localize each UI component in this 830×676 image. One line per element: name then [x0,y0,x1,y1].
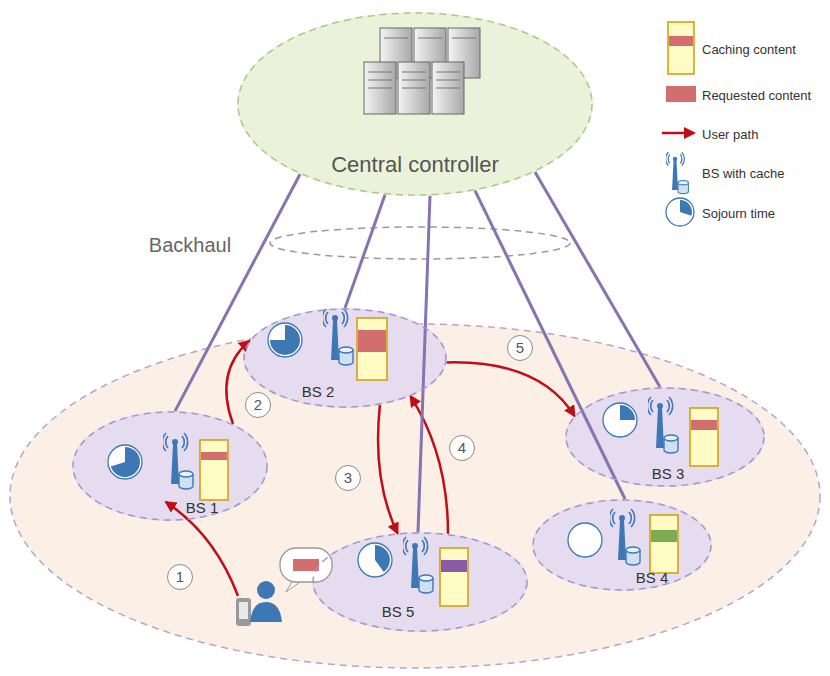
bs-label: BS 2 [302,383,335,401]
callout-wrap: 2 [245,392,271,418]
bs-cell: BS 4 [532,499,712,591]
backhaul-link [535,172,660,387]
ellipse-border [566,388,764,486]
callout-wrap: 5 [507,335,533,361]
bs-tower [402,537,433,593]
ellipse-border [313,533,527,631]
ellipse-outline [312,532,528,632]
bs-cell: BS 2 [243,308,447,408]
legend-text: Requested content [702,88,811,104]
bs-cell: BS 1 [72,411,268,521]
bs-tower [609,509,640,565]
bs-tower [647,397,678,453]
bs-fill [532,499,712,591]
callout-wrap: 3 [335,465,361,491]
controller-label: Central controller [331,152,499,178]
ellipse-outline [243,308,447,408]
controller-fill [237,12,593,196]
callout-number: 3 [335,465,361,491]
bs-label: BS 3 [652,465,685,483]
legend-wrap: Sojourn time [702,204,775,222]
backhaul-label: Backhaul [149,233,231,257]
backhaul-link [475,191,625,499]
legend-icons [662,22,694,226]
ellipse-border [244,309,446,407]
bs-tower [162,433,193,489]
legend-text: Sojourn time [702,206,775,222]
user-path-arrow [447,362,575,416]
callout-wrap: 4 [449,435,475,461]
ellipse-border [238,13,592,195]
bs-cell: BS 3 [565,387,765,487]
legend-swatch [666,86,696,102]
backhaul-link [175,174,300,411]
backhaul-link [418,196,430,532]
bs-fill [243,308,447,408]
bs-fill [312,532,528,632]
ellipse-border [73,412,267,520]
callout-number: 4 [449,435,475,461]
bs-label: BS 5 [382,603,415,621]
ellipse-border [533,500,711,590]
label-wrap: Backhaul [149,233,231,257]
legend-wrap: User path [702,125,758,143]
controller-ellipse: Central controller [237,12,593,196]
callout-number: 1 [167,564,193,590]
callout-number: 5 [507,335,533,361]
user-path-arrow [378,405,397,533]
legend-text: BS with cache [702,166,784,182]
backhaul-ring [270,227,570,259]
backhaul-link [345,195,385,308]
legend-wrap: Requested content [702,86,811,104]
user-path-arrow [166,502,238,596]
legend-text: Caching content [702,42,796,58]
legend-wrap: BS with cache [702,164,784,182]
cache-icon [200,318,718,606]
callout-number: 2 [245,392,271,418]
bs-label: BS 1 [186,499,219,517]
callout-wrap: 1 [167,564,193,590]
user-icon [236,548,332,626]
bs-tower [322,309,353,365]
legend-wrap: Caching content [702,40,796,58]
ellipse-outline [532,499,712,591]
bs-label: BS 4 [636,569,669,587]
legend-text: User path [702,127,758,143]
bs-cell: BS 5 [312,532,528,632]
user-path-arrow [411,396,448,533]
server-cluster [364,28,480,114]
ellipse-outline [72,411,268,521]
